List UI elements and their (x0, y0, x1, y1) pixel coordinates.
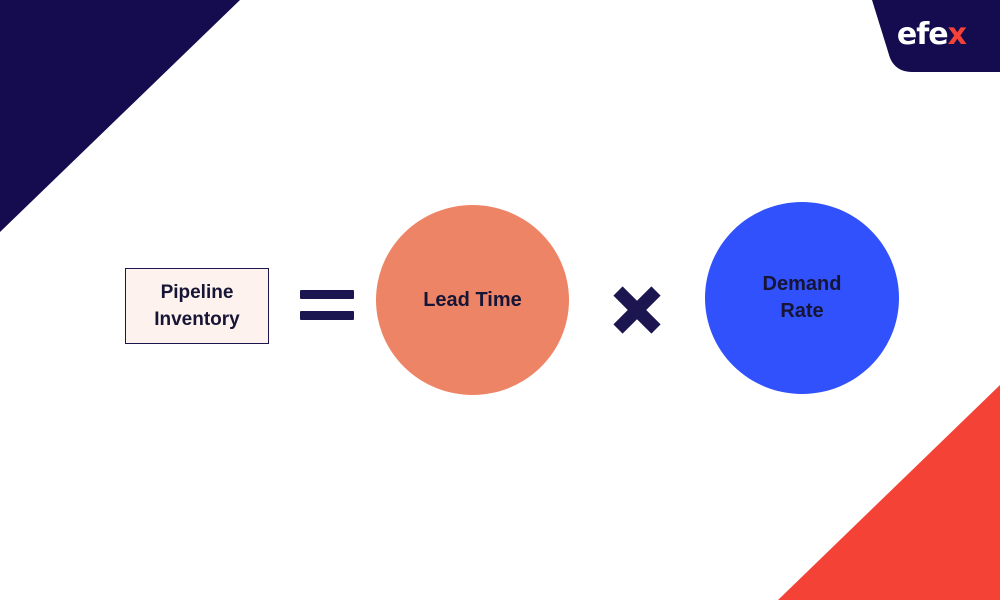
efex-logo[interactable]: efex (896, 17, 967, 52)
logo-tab-background (872, 0, 1000, 72)
lead-time-label: Lead Time (423, 288, 522, 311)
logo-accent-text: x (947, 17, 967, 52)
times-icon (613, 286, 661, 334)
demand-rate-circle: Demand Rate (705, 202, 899, 394)
pipeline-inventory-line2: Inventory (154, 309, 240, 330)
equals-icon (300, 290, 354, 324)
lead-time-circle: Lead Time (376, 205, 569, 395)
pipeline-inventory-line1: Pipeline (160, 282, 234, 303)
logo-main-text: efe (896, 17, 949, 52)
demand-rate-line2: Rate (780, 300, 824, 322)
top-left-navy-triangle (0, 0, 240, 232)
demand-rate-line1: Demand (762, 273, 842, 295)
bottom-right-red-triangle (778, 385, 1000, 600)
pipeline-inventory-box: Pipeline Inventory (125, 268, 269, 344)
